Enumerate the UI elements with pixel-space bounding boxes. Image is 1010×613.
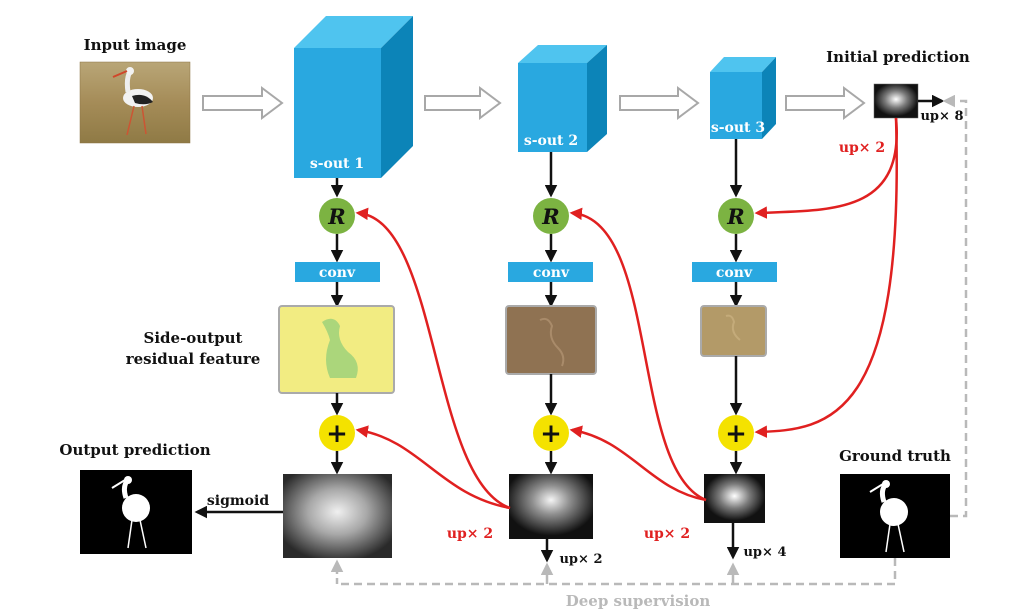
plus-node-1 [319, 415, 355, 451]
initial-prediction-image [873, 83, 919, 119]
block-label-2: s-out 2 [524, 133, 578, 149]
plus-node-3 [718, 415, 754, 451]
up2-label-d: up× 2 [644, 526, 690, 542]
residual-feature-1 [278, 305, 395, 394]
flow-arrow-4 [785, 86, 866, 120]
block-label-3: s-out 3 [711, 120, 765, 136]
residual-node-3 [718, 198, 754, 234]
residual-node-2 [533, 198, 569, 234]
flow-arrow-1 [202, 86, 284, 120]
ground-truth-label: Ground truth [839, 447, 951, 465]
plus-symbol-2: + [540, 419, 562, 449]
residual-symbol-3: R [726, 204, 744, 229]
initial-prediction-label: Initial prediction [826, 48, 970, 66]
feature-block-1: s-out 1 [294, 16, 413, 178]
up4-label: up× 4 [743, 545, 786, 560]
conv-bar-3 [692, 262, 777, 282]
output-prediction-label: Output prediction [59, 441, 210, 459]
plus-symbol-3: + [725, 419, 747, 449]
up2-label-c: up× 2 [447, 526, 493, 542]
up2-label-b: up× 2 [559, 552, 602, 567]
side-output-2 [509, 474, 593, 539]
ground-truth-image [840, 474, 950, 558]
block-label-1: s-out 1 [310, 156, 364, 172]
flow-arrow-2 [424, 86, 502, 120]
side-output-3 [704, 474, 765, 523]
output-prediction-image [80, 470, 192, 554]
residual-symbol-1: R [327, 204, 345, 229]
flow-arrow-3 [619, 86, 700, 120]
deep-supervision-label: Deep supervision [566, 592, 711, 610]
plus-node-2 [533, 415, 569, 451]
red-arrow-up2-to-r2 [569, 207, 707, 502]
residual-node-1 [319, 198, 355, 234]
side-output-label: Side-output [144, 329, 243, 347]
up2-label-a: up× 2 [839, 140, 885, 156]
conv-label-3: conv [716, 265, 753, 281]
residual-feature-label: residual feature [126, 350, 261, 368]
sigmoid-label: sigmoid [207, 493, 269, 509]
red-arrow-up2-to-r1 [355, 207, 511, 510]
conv-label-2: conv [533, 265, 570, 281]
residual-symbol-2: R [541, 204, 559, 229]
red-arrow-up2-to-plus1 [355, 425, 511, 510]
deep-supervision-gt-to-initial [942, 94, 968, 518]
plus-symbol-1: + [326, 419, 348, 449]
red-arrow-initial-to-r3 [754, 117, 898, 219]
red-arrow-initial-to-plus3 [754, 117, 898, 438]
residual-feature-3 [700, 305, 767, 357]
feature-block-2: s-out 2 [518, 45, 607, 152]
conv-bar-2 [508, 262, 593, 282]
input-image-label: Input image [84, 36, 187, 54]
conv-bar-1 [295, 262, 380, 282]
input-image [79, 61, 191, 144]
feature-block-3: s-out 3 [710, 57, 776, 139]
deep-supervision-bottom-line [337, 558, 897, 586]
residual-feature-2 [505, 305, 597, 375]
red-arrow-up2-to-plus2 [569, 425, 707, 502]
side-output-1 [283, 474, 392, 558]
conv-label-1: conv [319, 265, 356, 281]
up8-label: up× 8 [920, 109, 963, 124]
